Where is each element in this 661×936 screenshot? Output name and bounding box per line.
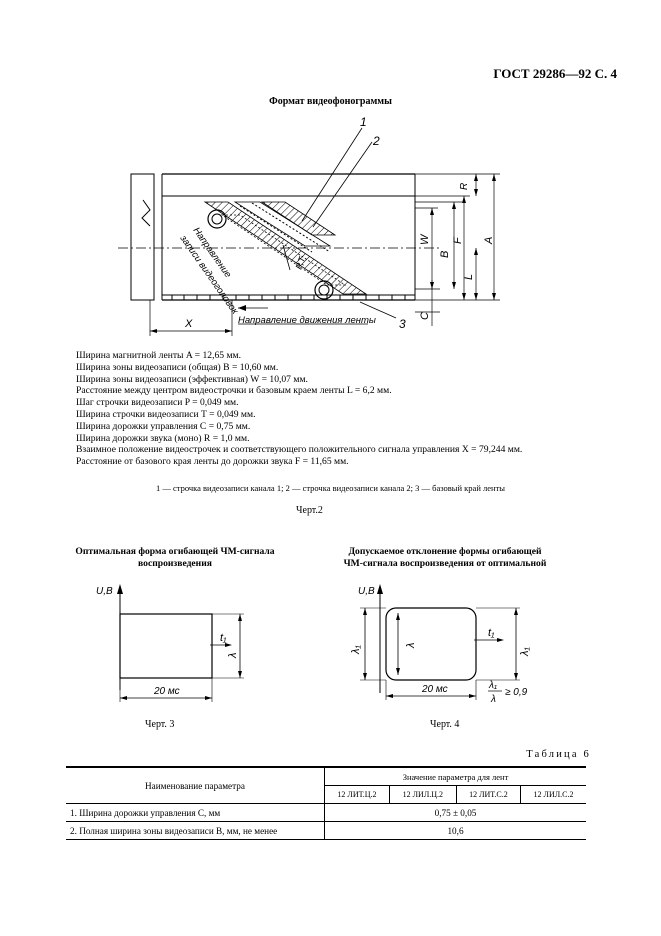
param-header: Наименование параметра: [66, 766, 325, 804]
lambda1-label: λ₁: [350, 645, 362, 655]
figure4-title-line1: Допускаемое отклонение формы огибающей: [348, 546, 542, 557]
ratio-value: ≥ 0,9: [505, 687, 528, 698]
label-f: F: [452, 236, 464, 244]
label-x: X: [184, 318, 193, 330]
tape-direction: Направление движения ленты: [238, 315, 376, 326]
definition-item: Взаимное положение видеострочек и соотве…: [76, 444, 523, 456]
column-header: 12 ЛИЛ.Ц.2: [388, 785, 457, 804]
definition-item: Ширина дорожки управления C = 0,75 мм.: [76, 420, 251, 432]
tape-format-diagram: 1 2 Направление записи видеоголовок P,T …: [118, 115, 500, 336]
lambda-label: λ: [405, 643, 417, 649]
page-header: ГОСТ 29286—92 С. 4: [493, 66, 617, 81]
label-3: 3: [399, 317, 406, 331]
label-pt: P,T: [293, 254, 307, 271]
column-header: 12 ЛИЛ.С.2: [520, 785, 586, 804]
definitions-list: Ширина магнитной ленты A = 12,65 мм. Шир…: [76, 350, 522, 468]
definition-item: Шаг строчки видеозаписи P = 0,049 мм.: [76, 397, 239, 409]
param-value: 0,75 ± 0,05: [324, 803, 586, 822]
t1-label: t₁: [220, 632, 227, 644]
ratio-numerator: λ₁: [488, 680, 497, 691]
table-row: 2. Полная ширина зоны видеозаписи B, мм,…: [66, 821, 586, 840]
axis-label: U,B: [96, 586, 113, 597]
label-c: C: [419, 312, 431, 320]
lambda-label: λ: [227, 653, 239, 659]
figure3-diagram: U,B t₁ λ 20 мс: [96, 584, 244, 702]
parameters-table: Наименование параметра Значение параметр…: [66, 766, 586, 840]
figure4-title: Допускаемое отклонение формы огибающей Ч…: [320, 546, 570, 570]
figure3-caption: Черт. 3: [145, 719, 175, 730]
column-header: 12 ЛИТ.С.2: [455, 785, 522, 804]
definition-item: Ширина дорожки звука (моно) R = 1,0 мм.: [76, 432, 250, 444]
param-value: 10,6: [324, 821, 586, 840]
param-name: 2. Полная ширина зоны видеозаписи B, мм,…: [66, 821, 325, 840]
table-row: 1. Ширина дорожки управления C, мм 0,75 …: [66, 803, 586, 822]
param-name: 1. Ширина дорожки управления C, мм: [66, 803, 325, 822]
figure2-title: Формат видеофонограммы: [269, 96, 392, 107]
label-b: B: [439, 251, 451, 258]
figure3-title-line2: воспроизведения: [138, 558, 212, 569]
label-a: A: [483, 237, 495, 245]
definition-item: Расстояние от базового края ленты до дор…: [76, 456, 349, 468]
label-w: W: [419, 233, 431, 245]
figure3-title-line1: Оптимальная форма огибающей ЧМ-сигнала: [75, 546, 275, 557]
figure4-caption: Черт. 4: [430, 719, 460, 730]
definition-item: Ширина зоны видеозаписи (эффективная) W …: [76, 373, 308, 385]
t1-label: t₁: [488, 627, 495, 639]
definition-item: Ширина магнитной ленты A = 12,65 мм.: [76, 350, 242, 361]
label-2: 2: [372, 134, 380, 148]
axis-label: U,B: [358, 586, 375, 597]
definition-item: Расстояние между центром видеострочки и …: [76, 385, 392, 397]
figure2-legend: 1 — строчка видеозаписи канала 1; 2 — ст…: [156, 483, 505, 493]
duration-label: 20 мс: [153, 686, 180, 697]
lambda1-right-label: λ₁: [519, 647, 531, 657]
table6-caption: Таблица 6: [526, 749, 591, 760]
label-1: 1: [360, 115, 367, 129]
label-l: L: [463, 274, 475, 280]
figure4-diagram: U,B λ₁ λ λ₁ t₁ 20 мс λ₁ λ ≥ 0,9: [350, 584, 531, 705]
figure4-title-line2: ЧМ-сигнала воспроизведения от оптимально…: [343, 558, 547, 569]
definition-item: Ширина зоны видеозаписи (общая) B = 10,6…: [76, 361, 279, 373]
ratio-denominator: λ: [490, 694, 496, 705]
label-r: R: [459, 183, 470, 190]
duration-label: 20 мс: [421, 684, 448, 695]
figure2-caption: Черт.2: [296, 505, 323, 516]
column-header: 12 ЛИТ.Ц.2: [324, 785, 390, 804]
figure3-title: Оптимальная форма огибающей ЧМ-сигнала в…: [50, 546, 300, 570]
definition-item: Ширина строчки видеозаписи T = 0,049 мм.: [76, 408, 256, 420]
value-header: Значение параметра для лент: [324, 766, 586, 786]
